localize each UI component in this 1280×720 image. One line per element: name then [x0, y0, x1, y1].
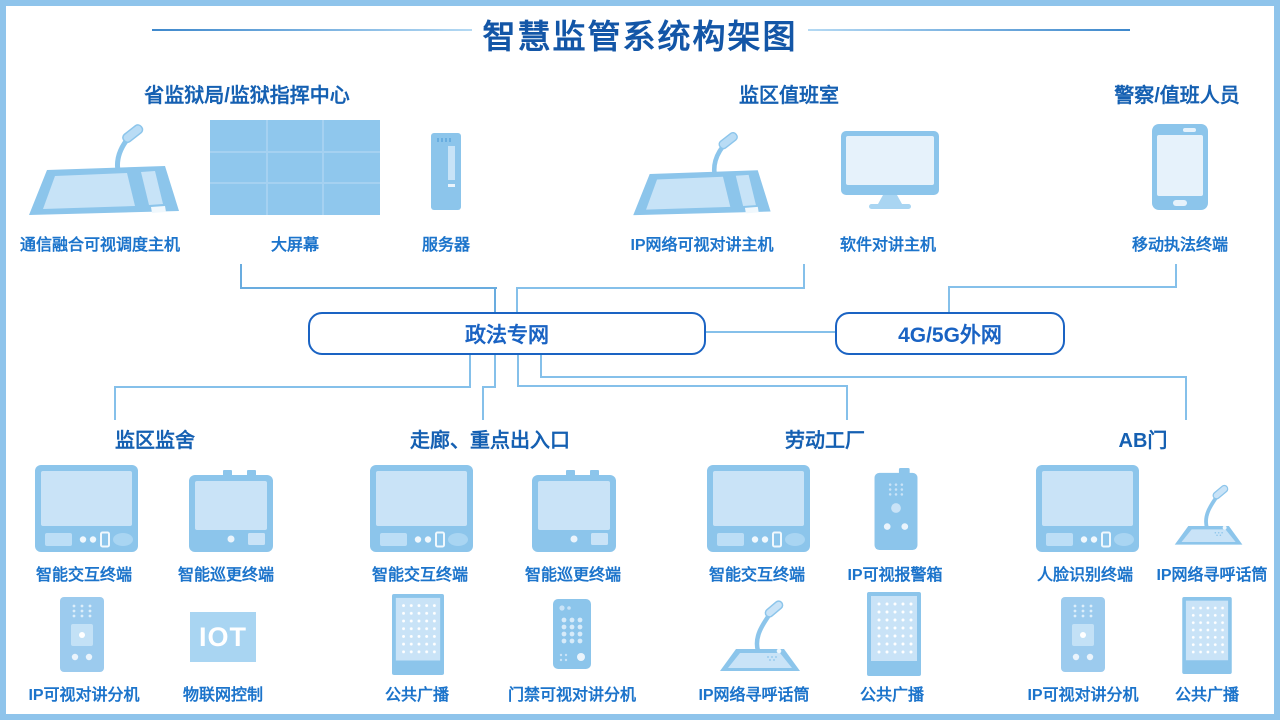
connector — [482, 386, 496, 388]
connector — [517, 385, 848, 387]
connector — [540, 355, 542, 378]
device-label: 智能交互终端 — [708, 567, 805, 584]
title-divider-right — [808, 29, 1130, 31]
connector — [948, 286, 1177, 288]
paging-microphone-icon — [712, 599, 809, 673]
device-label: IP网络寻呼话筒 — [698, 687, 810, 704]
network-label-cellular: 4G/5G外网 — [898, 323, 1002, 347]
device-label-dispatch-host: 通信融合可视调度主机 — [19, 237, 180, 254]
smart-terminal-icon — [35, 465, 138, 552]
speaker-panel-icon — [1181, 597, 1233, 674]
connector — [846, 385, 848, 420]
server-tower-icon — [431, 133, 461, 210]
section-header-police: 警察/值班人员 — [1114, 85, 1240, 107]
connector — [516, 287, 518, 313]
intercom-station-icon — [1061, 597, 1105, 672]
intercom-console-icon — [627, 130, 775, 217]
connector — [240, 264, 242, 289]
alarm-box-icon — [874, 468, 918, 550]
device-label: 人脸识别终端 — [1036, 567, 1133, 584]
device-label-big-screen: 大屏幕 — [270, 237, 319, 254]
connector — [948, 286, 950, 313]
device-label-mobile-terminal: 移动执法终端 — [1131, 237, 1228, 254]
device-label: 物联网控制 — [182, 687, 263, 704]
device-label: 公共广播 — [384, 687, 449, 704]
intercom-station-icon — [60, 597, 104, 672]
device-label: IP可视对讲分机 — [1027, 687, 1139, 704]
smartphone-icon — [1152, 124, 1208, 210]
connector — [114, 386, 471, 388]
connector — [494, 355, 496, 388]
desktop-monitor-icon — [841, 131, 939, 213]
network-box-justice: 政法专网 — [308, 312, 706, 355]
section-header-duty-room: 监区值班室 — [739, 85, 839, 107]
patrol-terminal-icon — [532, 470, 616, 552]
connector — [540, 376, 1187, 378]
dispatch-console-icon — [20, 122, 186, 217]
connector — [482, 386, 484, 420]
speaker-panel-icon — [867, 592, 921, 676]
connector — [1175, 264, 1177, 288]
device-label: IP可视报警箱 — [847, 567, 943, 584]
device-label-ip-intercom-host: IP网络可视对讲主机 — [630, 237, 774, 254]
connector — [517, 355, 519, 387]
face-recognition-terminal-icon — [1036, 465, 1139, 552]
connector — [240, 287, 497, 289]
connector — [803, 264, 805, 289]
device-label-server: 服务器 — [421, 237, 470, 254]
section-header-ab-gate: AB门 — [1118, 430, 1168, 452]
section-header-corridor: 走廊、重点出入口 — [410, 430, 570, 452]
device-label: 智能巡更终端 — [524, 567, 621, 584]
device-label: 智能交互终端 — [371, 567, 468, 584]
smart-terminal-icon — [707, 465, 810, 552]
device-label: IP可视对讲分机 — [28, 687, 140, 704]
connector — [494, 287, 496, 313]
smart-terminal-icon — [370, 465, 473, 552]
device-label: 公共广播 — [859, 687, 924, 704]
device-label-software-intercom-host: 软件对讲主机 — [839, 237, 936, 254]
video-wall-icon — [210, 120, 380, 215]
device-label: 智能交互终端 — [35, 567, 132, 584]
connector — [114, 386, 116, 420]
title-divider-left — [152, 29, 472, 31]
speaker-panel-icon — [392, 593, 444, 676]
device-label: 公共广播 — [1174, 687, 1239, 704]
device-label: 智能巡更终端 — [177, 567, 274, 584]
iot-box-text: IOT — [199, 622, 247, 652]
paging-microphone-icon — [1168, 479, 1250, 551]
connector — [706, 331, 835, 333]
section-header-province-bureau: 省监狱局/监狱指挥中心 — [144, 85, 350, 107]
connector — [516, 287, 805, 289]
device-label: 门禁可视对讲分机 — [507, 687, 636, 704]
section-header-cell-block: 监区监舍 — [115, 430, 195, 452]
network-box-cellular: 4G/5G外网 — [835, 312, 1065, 355]
door-intercom-icon — [553, 599, 591, 669]
connector — [1185, 376, 1187, 420]
device-label: IP网络寻呼话筒 — [1156, 567, 1268, 584]
connector — [469, 355, 471, 388]
patrol-terminal-icon — [189, 470, 273, 552]
network-label-justice: 政法专网 — [465, 323, 549, 347]
page-title: 智慧监管系统构架图 — [482, 18, 798, 55]
section-header-labor-factory: 劳动工厂 — [785, 430, 865, 452]
